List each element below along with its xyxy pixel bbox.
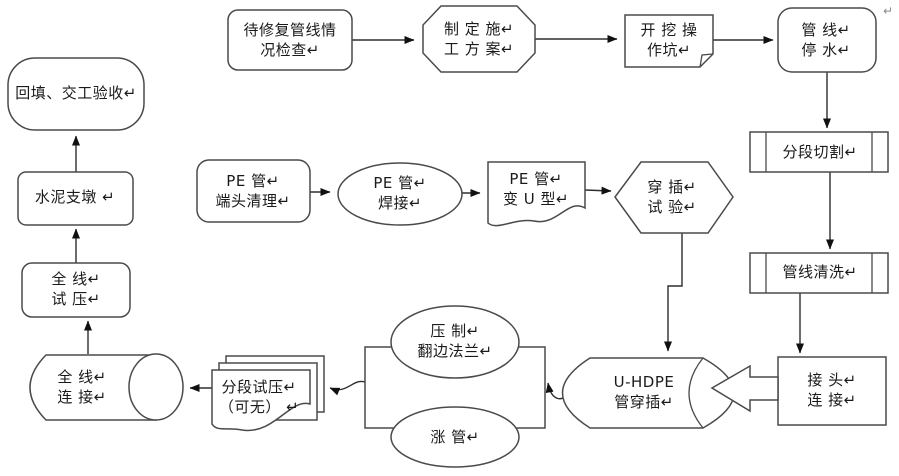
node-label-pe-weld: PE 管↵ 焊接↵ <box>373 174 427 212</box>
node-label-test-insert: 穿 插↵ 试 验↵ <box>647 178 697 216</box>
shape-joint-rect <box>777 356 887 426</box>
shape-peweld-ellipse <box>337 162 463 226</box>
node-label-full-connect: 全 线↵ 连 接↵ <box>57 368 107 406</box>
node-label-cut: 分段切割↵ <box>782 143 858 161</box>
block-arrow-joint-to-uhdpe <box>710 364 779 413</box>
node-label-joint: 接 头↵ 连 接↵ <box>807 371 857 409</box>
arrow-peu-to-testinsert <box>584 186 612 195</box>
shape-inspect-roundrect <box>227 9 353 71</box>
shape-clean-predefined <box>749 252 889 294</box>
node-label-pe-u: PE 管↵ 变 U 型↵ <box>502 170 570 208</box>
shape-cut-predefined <box>749 131 889 173</box>
node-label-cement: 水泥支墩 ↵ <box>34 188 116 206</box>
node-label-flange: 压 制↵ 翻边法兰↵ <box>417 322 493 360</box>
node-label-shutoff: 管 线↵ 停 水↵ <box>801 21 851 59</box>
node-label-seg-test: 分段试压↵ （可无） ↵ <box>218 378 300 416</box>
node-label-backfill: 回填、交工验收↵ <box>15 84 137 102</box>
arrow-flangegroup-to-segtest <box>329 380 366 396</box>
shape-testinsert-hexagon <box>614 161 734 234</box>
stray-return-mark: ↵ <box>883 4 894 18</box>
node-label-expand: 涨 管↵ <box>430 428 480 446</box>
shape-cement-roundrect <box>17 171 134 226</box>
shape-backfill-roundrect <box>7 57 145 131</box>
shape-expand-ellipse <box>390 406 520 468</box>
shape-uhdpe-inner-arc <box>688 357 704 429</box>
shape-fullconnect-cylinder-body <box>29 354 157 421</box>
node-label-inspect: 待修复管线情 况检查↵ <box>243 21 337 59</box>
node-label-uhdpe: U-HDPE 管穿插↵ <box>613 373 675 411</box>
node-label-clean: 管线清洗↵ <box>782 263 858 281</box>
shape-peu-document <box>487 161 586 227</box>
node-label-dig: 开 挖 操 作坑↵ <box>640 21 698 59</box>
shape-dig-note <box>624 14 714 68</box>
shape-segtest-document <box>211 369 311 432</box>
node-label-pe-clean: PE 管↵ 端头清理↵ <box>215 172 291 210</box>
shape-fulltest-roundrect <box>21 262 131 318</box>
shape-fullconnect-cylinder-face <box>128 353 184 421</box>
arrow-testinsert-to-uhdpe <box>664 233 683 352</box>
shape-dig-note-fold <box>699 53 714 68</box>
shape-shutoff-roundrect <box>777 7 877 73</box>
shape-flange-ellipse <box>390 305 520 379</box>
node-label-plan: 制 定 施↵ 工 方 案↵ <box>443 20 515 58</box>
node-label-full-test: 全 线↵ 试 压↵ <box>51 270 101 308</box>
shape-peclean-roundrect <box>196 159 311 223</box>
shape-plan-octagon <box>422 5 536 73</box>
